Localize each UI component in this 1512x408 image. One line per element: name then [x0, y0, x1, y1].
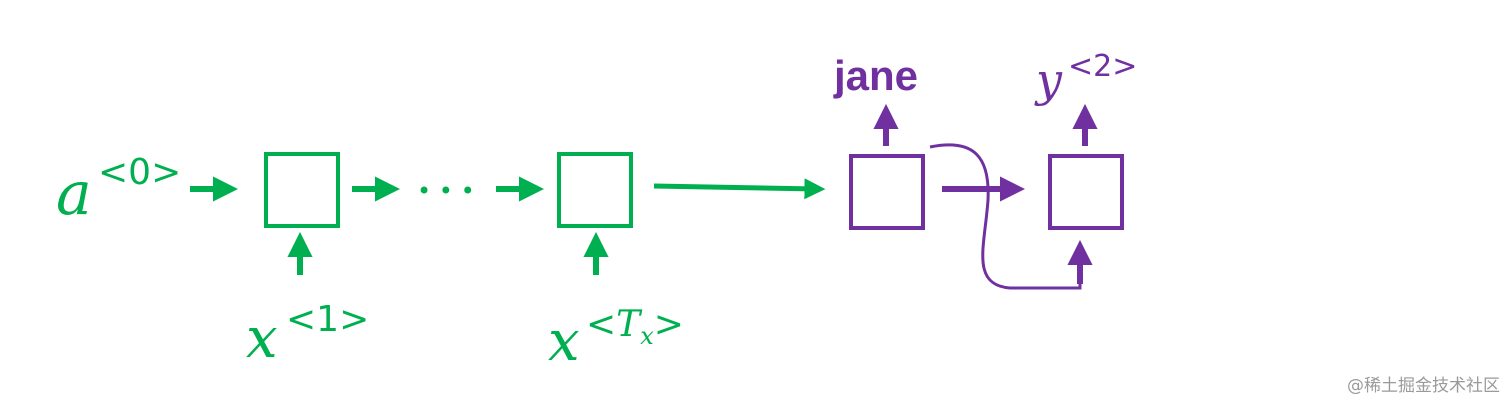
output-2-base: y [1034, 53, 1063, 107]
input-1-superscript: <1> [286, 299, 369, 340]
input-tx-base: x [548, 309, 580, 374]
arrow-encoder-to-decoder [653, 178, 826, 200]
input-tx-sup-open: < [586, 304, 616, 345]
initial-state-base: a [56, 159, 92, 229]
decoder-cell-1 [849, 154, 925, 230]
input-tx-superscript: <Tx> [586, 304, 684, 350]
ellipsis: • • • [417, 177, 475, 205]
output-1-word: jane [833, 52, 918, 99]
output-2-superscript: <2> [1068, 49, 1137, 84]
encoder-cell-1 [264, 152, 340, 228]
input-1-base: x [246, 306, 278, 371]
decoder: jane y <2> [833, 49, 1137, 290]
encoder: a <0> • • • x <1> x <Tx> [56, 152, 826, 374]
watermark: @稀土掘金技术社区 [1347, 376, 1500, 396]
input-tx-sup-var: T [616, 304, 643, 345]
decoder-cell-2 [1048, 154, 1124, 230]
feedback-connection [929, 143, 1082, 290]
input-tx-sup-sub: x [640, 322, 654, 350]
encoder-cell-tx [557, 152, 633, 228]
initial-state-superscript: <0> [98, 152, 181, 193]
input-tx-sup-close: > [654, 304, 684, 345]
